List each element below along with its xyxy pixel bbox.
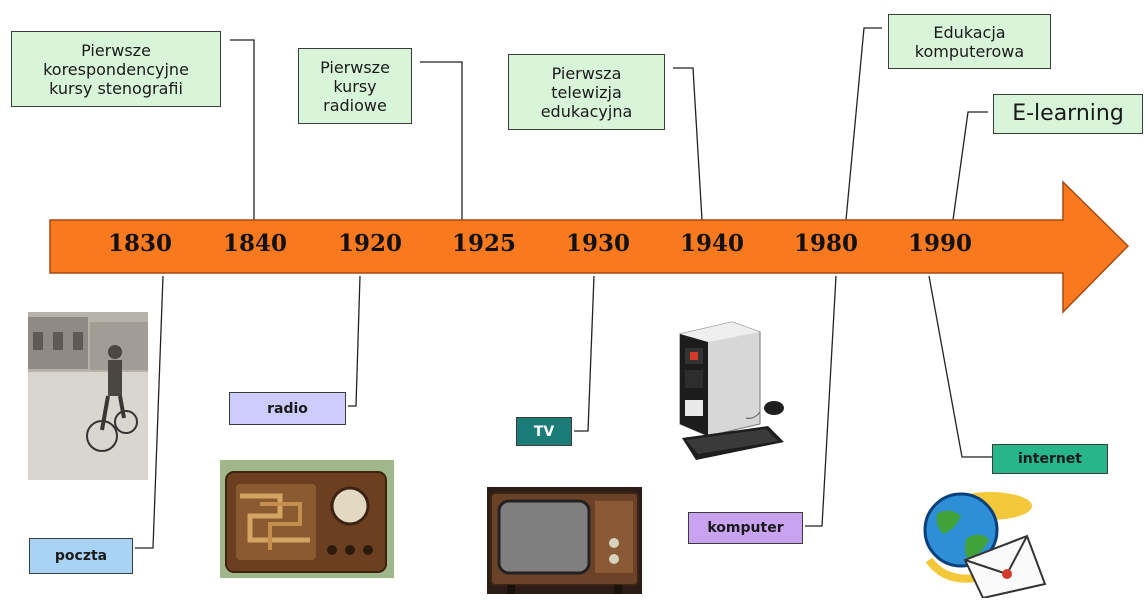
year-1830: 1830 bbox=[107, 230, 172, 257]
cyclist-photo bbox=[28, 312, 148, 480]
year-1980: 1980 bbox=[793, 230, 858, 257]
connector-1940 bbox=[673, 67, 703, 221]
connector-1830 bbox=[135, 275, 164, 549]
box-kursy-radiowe: Pierwsze kursy radiowe bbox=[298, 48, 412, 124]
box-e-learning: E-learning bbox=[993, 94, 1143, 134]
timeline-arrow bbox=[49, 180, 1130, 314]
connector-1980b bbox=[805, 275, 837, 527]
connector-1920 bbox=[348, 275, 361, 407]
label-komputer: komputer bbox=[688, 512, 803, 544]
label-poczta: poczta bbox=[29, 538, 133, 574]
connector-1990 bbox=[952, 111, 988, 221]
year-1925: 1925 bbox=[451, 230, 516, 257]
box-edukacja-komputerowa: Edukacja komputerowa bbox=[888, 14, 1051, 69]
year-1840: 1840 bbox=[222, 230, 287, 257]
connector-1840 bbox=[230, 39, 255, 220]
label-radio: radio bbox=[229, 392, 346, 425]
vintage-tv-photo bbox=[487, 487, 642, 594]
box-telewizja-edukacyjna: Pierwsza telewizja edukacyjna bbox=[508, 54, 665, 130]
label-tv: TV bbox=[516, 417, 572, 446]
year-1930: 1930 bbox=[565, 230, 630, 257]
connector-1980 bbox=[845, 27, 882, 221]
vintage-radio-photo bbox=[220, 460, 394, 578]
year-1920: 1920 bbox=[337, 230, 402, 257]
box-stenografia: Pierwsze korespondencyjne kursy stenogra… bbox=[11, 31, 221, 107]
desktop-computer-icon bbox=[676, 320, 790, 470]
globe-email-icon bbox=[915, 478, 1050, 600]
connector-1925 bbox=[420, 61, 463, 220]
label-internet: internet bbox=[992, 444, 1108, 474]
connector-1990b bbox=[928, 275, 992, 458]
year-1940: 1940 bbox=[679, 230, 744, 257]
year-1990: 1990 bbox=[907, 230, 972, 257]
connector-1930 bbox=[574, 275, 595, 432]
